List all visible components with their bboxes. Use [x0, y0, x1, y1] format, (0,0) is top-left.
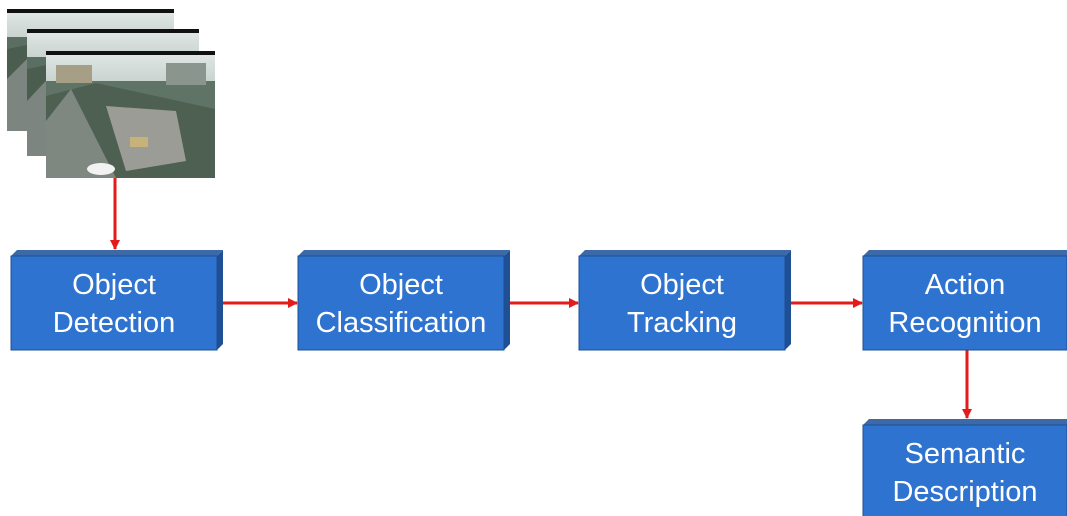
node-top-face — [579, 250, 791, 256]
node-label-line: Object — [640, 269, 724, 301]
node-label-line: Object — [72, 269, 156, 301]
node-label-line: Recognition — [888, 307, 1041, 339]
nodes: ObjectDetectionObjectClassificationObjec… — [10, 250, 1067, 516]
node-side-face — [504, 250, 510, 350]
node-side-face — [217, 250, 223, 350]
node-box — [10, 255, 218, 351]
node-box — [578, 255, 786, 351]
node-top-face — [863, 419, 1067, 425]
node-top-face — [863, 250, 1067, 256]
video-frames-icon — [7, 9, 215, 178]
node-label-line: Description — [892, 476, 1037, 508]
edges — [110, 178, 972, 419]
node-label-line: Action — [925, 269, 1006, 301]
node-side-face — [785, 250, 791, 350]
node-box — [862, 424, 1067, 516]
node-top-face — [11, 250, 223, 256]
video-frame — [46, 51, 215, 178]
node-label-line: Classification — [316, 307, 487, 339]
node-label-line: Semantic — [905, 438, 1026, 470]
node-box — [297, 255, 505, 351]
node-label-line: Object — [359, 269, 443, 301]
node-top-face — [298, 250, 510, 256]
node-label-line: Detection — [53, 307, 176, 339]
node-label-line: Tracking — [627, 307, 737, 339]
node-box — [862, 255, 1067, 351]
